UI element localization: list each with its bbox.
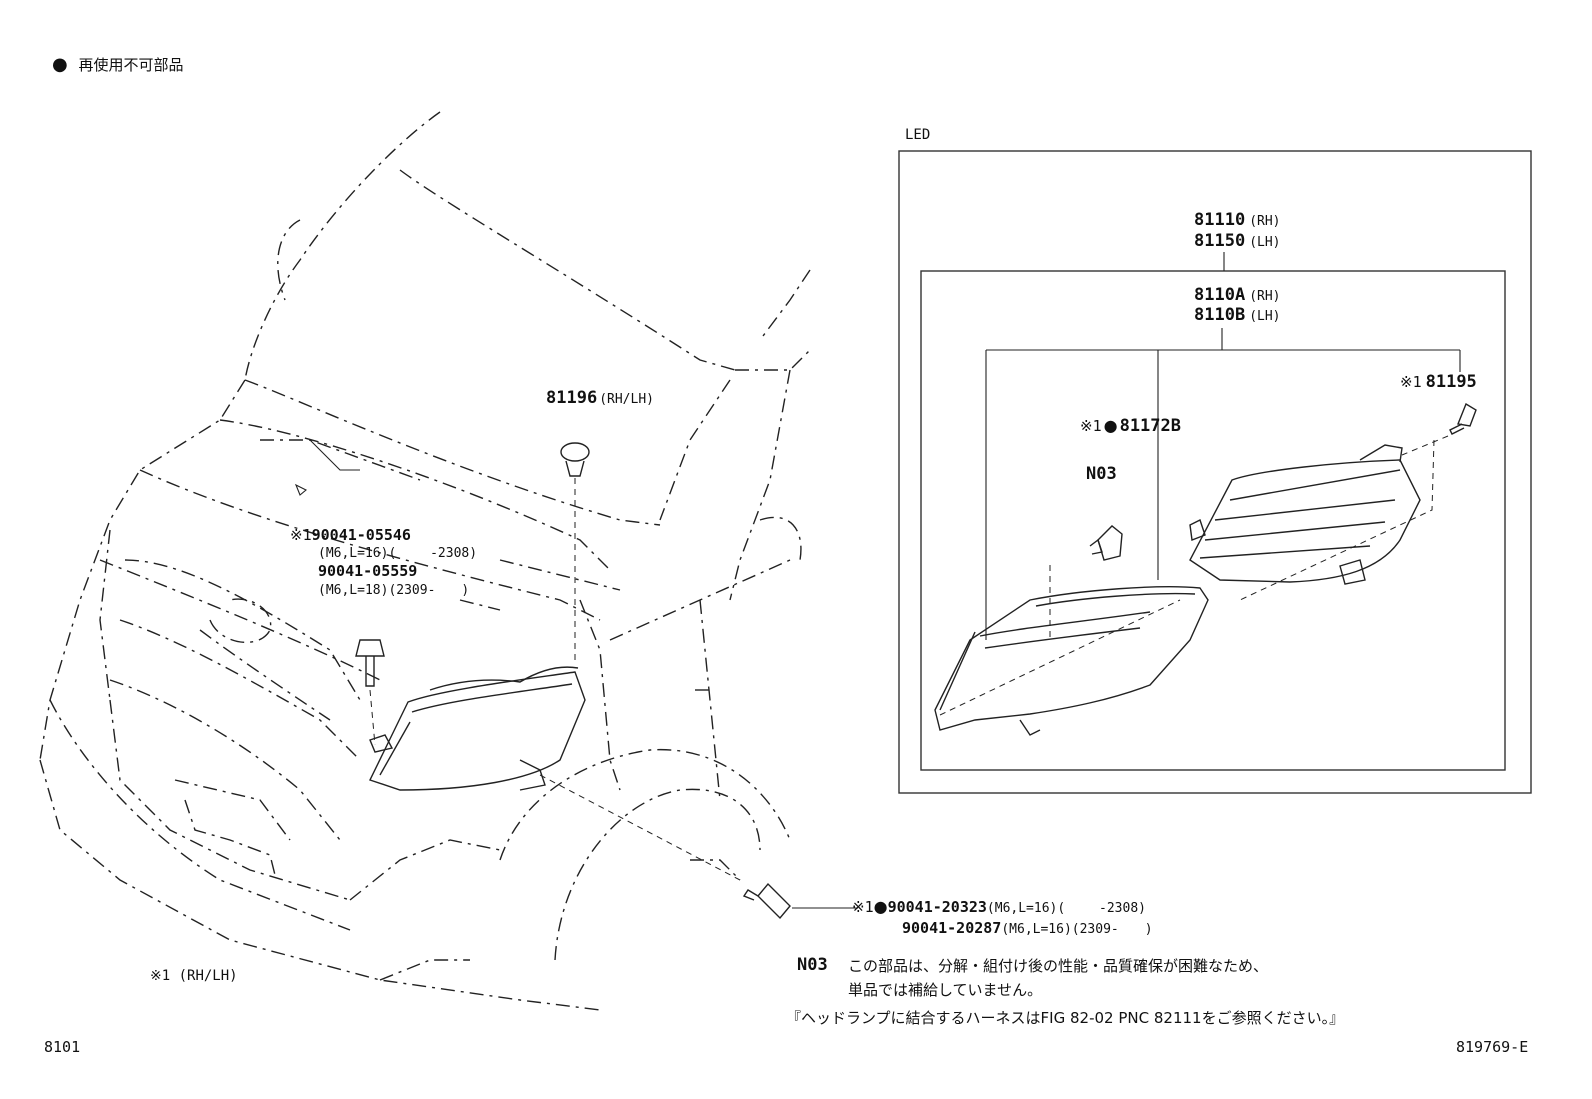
unit-lh-label: 8110B(LH) <box>1194 307 1281 324</box>
bolt-lower-drawing <box>539 774 858 920</box>
assy-rh-pn: 81110 <box>1194 210 1246 230</box>
assy-lh-side: (LH) <box>1249 235 1281 250</box>
inset-title: LED <box>905 127 931 143</box>
note-code: N03 <box>797 955 828 975</box>
note-line3: 『ヘッドランプに結合するハーネスはFIG 82-02 PNC 82111をご参照… <box>786 1009 1345 1027</box>
fig-number: 8101 <box>44 1038 81 1056</box>
assy-rh-label: 81110(RH) <box>1194 212 1281 229</box>
lower-note: ※1 <box>852 898 874 916</box>
unit-rh-label: 8110A(RH) <box>1194 287 1281 304</box>
lower1-label: ※1●90041-20323(M6,L=16)( -2308) <box>852 897 1146 916</box>
socket-mark: ● <box>1103 416 1118 435</box>
note-line2: 単品では補給していません。 <box>848 981 1043 999</box>
bulb-code: N03 <box>1086 464 1117 484</box>
bulb-drawing <box>1089 525 1123 561</box>
unit-lh-side: (LH) <box>1249 309 1281 324</box>
clip-side: (RH/LH) <box>599 392 654 407</box>
bolt1-spec: (M6,L=16)( -2308) <box>318 546 478 561</box>
unit-lh-pn: 8110B <box>1194 305 1246 325</box>
unit-rh-side: (RH) <box>1249 289 1281 304</box>
headlamp-on-car <box>369 666 586 791</box>
drawing-id: 819769-E <box>1456 1038 1529 1056</box>
clip-81196-drawing <box>560 442 590 660</box>
screw-81195-drawing <box>1239 402 1477 601</box>
unit-rh-pn: 8110A <box>1194 285 1246 305</box>
clip-pn: 81196 <box>546 388 598 408</box>
bolt-upper-drawing <box>355 639 385 746</box>
bolt1-label: ※190041-05546 <box>290 527 411 543</box>
note-line1: この部品は、分解・組付け後の性能・品質確保が困難なため、 <box>848 957 1269 975</box>
bolt2-pn: 90041-05559 <box>318 562 418 580</box>
bolt-note: ※1 <box>290 526 312 544</box>
screw-pn: 81195 <box>1425 372 1477 392</box>
lower1-spec: (M6,L=16)( -2308) <box>986 901 1146 916</box>
footnote-side: ※1 (RH/LH) <box>150 968 238 984</box>
assy-lh-label: 81150(LH) <box>1194 233 1281 250</box>
socket-label: ※1●81172B <box>1080 418 1181 435</box>
bolt1-pn: 90041-05546 <box>311 526 411 544</box>
lamp-lens-drawing <box>934 565 1209 736</box>
lower2-label: 90041-20287(M6,L=16)(2309- ) <box>902 919 1153 937</box>
lower2-pn: 90041-20287 <box>902 919 1002 937</box>
assy-frame <box>920 270 1506 771</box>
car-body-outline <box>39 111 811 1011</box>
lower2-spec: (M6,L=16)(2309- ) <box>1001 922 1153 937</box>
legend-mark: ● <box>52 54 68 75</box>
socket-note: ※1 <box>1080 417 1102 435</box>
lamp-housing-drawing <box>1189 444 1421 585</box>
legend-text: 再使用不可部品 <box>78 56 184 74</box>
assy-lh-pn: 81150 <box>1194 231 1246 251</box>
assy-rh-side: (RH) <box>1249 214 1281 229</box>
legend: ● 再使用不可部品 <box>52 56 184 74</box>
bolt2-spec: (M6,L=18)(2309- ) <box>318 583 470 598</box>
lower1-pn: 90041-20323 <box>887 898 987 916</box>
socket-pn: 81172B <box>1119 416 1181 436</box>
lower-mark: ● <box>873 897 888 916</box>
clip-label: 81196(RH/LH) <box>546 390 654 407</box>
screw-note: ※1 <box>1400 373 1422 391</box>
inset-frame <box>898 150 1532 794</box>
